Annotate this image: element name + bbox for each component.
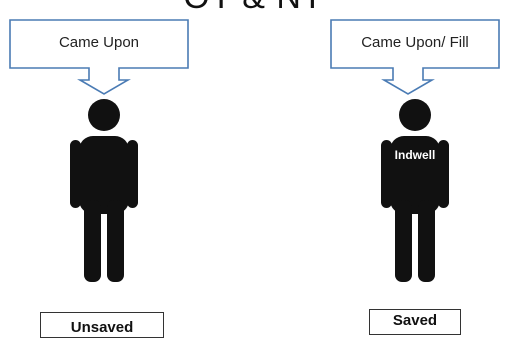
- left-callout-label: Came Upon: [58, 34, 140, 51]
- right-callout-label: Came Upon/ Fill: [361, 34, 469, 51]
- diagram-canvas: [9, 19, 500, 282]
- unsaved-person-icon: [70, 99, 138, 282]
- indwell-chest-label: Indwell: [394, 148, 436, 162]
- unsaved-status-box: Unsaved: [40, 312, 164, 338]
- saved-status-box: Saved: [369, 309, 461, 335]
- saved-person-icon: [381, 99, 449, 282]
- right-callout-shape: [330, 19, 500, 95]
- left-callout-shape: [9, 19, 189, 95]
- slide-title: OT & NT: [0, 0, 507, 17]
